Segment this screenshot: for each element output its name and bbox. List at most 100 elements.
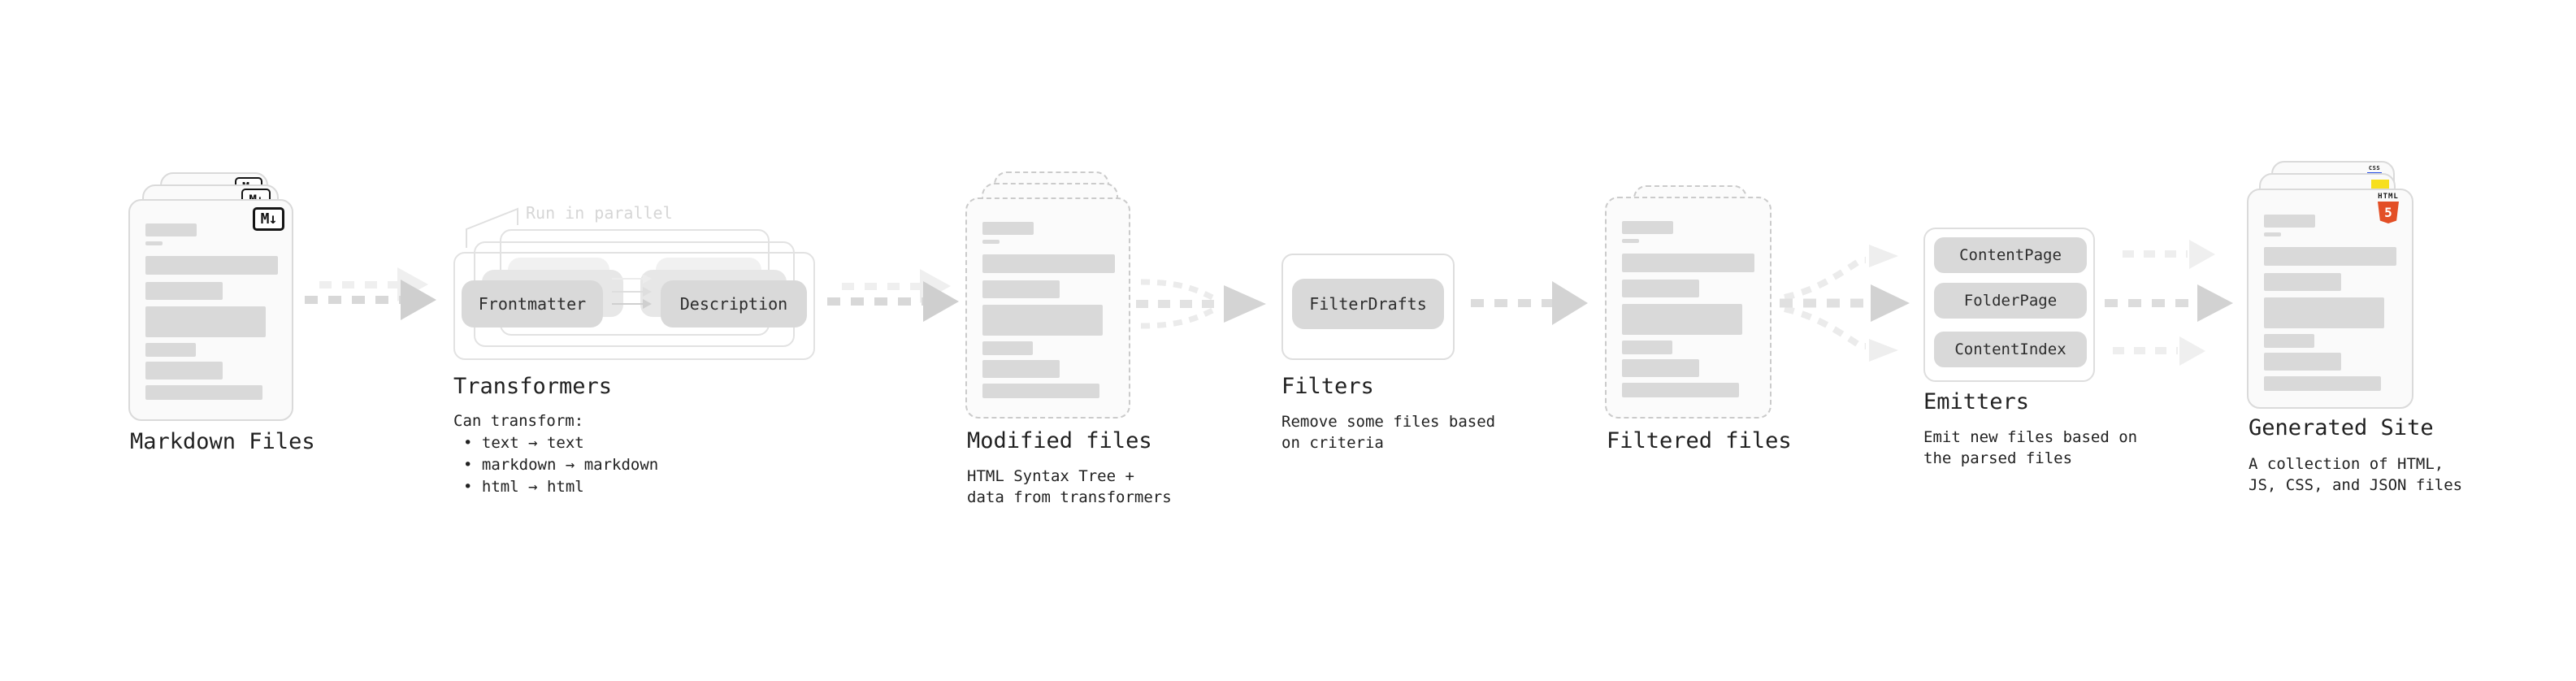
markdown-icon: M↓ [253, 207, 284, 231]
run-in-parallel-note: Run in parallel [526, 203, 673, 223]
transformer-pill-frontmatter: Frontmatter [462, 280, 603, 327]
emitter-pill-contentindex: ContentIndex [1934, 332, 2087, 367]
placeholder-bar [982, 360, 1060, 378]
transformers-bullet: • markdown → markdown [463, 456, 659, 474]
arrow-dashes-ghost [2113, 347, 2178, 354]
stage-label-transformers: Transformers [453, 374, 613, 399]
html5-icon-label: HTML [2378, 193, 2399, 201]
filters-subline: on criteria [1281, 434, 1384, 452]
placeholder-bar [1622, 304, 1742, 335]
stage-label-filters: Filters [1281, 374, 1374, 399]
pill-arrow-head [643, 274, 652, 284]
placeholder-bar [2264, 353, 2341, 371]
filters-subline: Remove some files based [1281, 413, 1496, 431]
placeholder-bar [145, 343, 196, 357]
placeholder-bar [145, 223, 197, 236]
placeholder-bar [1622, 383, 1739, 397]
generated-file-card-html: HTML 5 [2247, 189, 2413, 409]
modified-file-card [965, 197, 1130, 419]
placeholder-bar [1622, 359, 1699, 377]
arrow-dashes [305, 296, 401, 304]
filter-pill-filterdrafts: FilterDrafts [1292, 279, 1444, 329]
arrow-emitters-to-generated-middle [2105, 284, 2243, 322]
run-in-parallel-callout-line [466, 207, 518, 248]
pill-arrow-line [612, 291, 643, 293]
modified-subline: data from transformers [967, 488, 1172, 506]
arrow-transformers-to-modified [827, 267, 965, 344]
placeholder-bar [1622, 340, 1672, 354]
emitters-subline: Emit new files based on [1923, 428, 2138, 446]
placeholder-bar [145, 282, 223, 300]
doc-content-placeholder [2264, 215, 2396, 391]
emitter-pill-contentpage: ContentPage [1934, 237, 2087, 273]
placeholder-bar [982, 341, 1033, 355]
arrow-filters-to-filtered [1471, 281, 1593, 326]
placeholder-bar [2264, 247, 2396, 266]
placeholder-bar [145, 241, 163, 245]
arrow-modified-to-filters [1136, 279, 1266, 329]
arrow-head [1552, 281, 1588, 325]
doc-content-placeholder [145, 223, 278, 400]
arrow-filtered-to-emitters [1780, 245, 1910, 362]
placeholder-bar [1622, 239, 1639, 243]
arrow-head-ghost [2189, 240, 2215, 269]
placeholder-bar [145, 385, 262, 400]
placeholder-bar [145, 256, 278, 275]
generated-subline: A collection of HTML, [2249, 455, 2444, 473]
generated-subline: JS, CSS, and JSON files [2249, 476, 2463, 494]
modified-subline: HTML Syntax Tree + [967, 467, 1134, 485]
markdown-file-card: M↓ [128, 199, 293, 421]
arrow-markdown-to-transformers [305, 265, 443, 342]
placeholder-bar [2264, 376, 2381, 391]
doc-content-placeholder [982, 222, 1115, 398]
arrow-dashes-ghost [2123, 250, 2188, 258]
arrow-head [401, 280, 436, 320]
stage-label-emitters: Emitters [1923, 389, 2030, 414]
pill-arrow-line [612, 303, 643, 305]
transformers-desc-heading: Can transform: [453, 412, 584, 430]
pill-arrow-head [643, 287, 652, 297]
emitters-subline: the parsed files [1923, 449, 2073, 467]
arrow-head [2197, 284, 2233, 322]
arrow-emitters-to-generated-bottom [2113, 336, 2210, 366]
js-icon [2371, 180, 2389, 190]
placeholder-bar [2264, 215, 2315, 228]
transformer-pill-description: Description [661, 280, 807, 327]
placeholder-bar [1622, 221, 1673, 234]
transformer-box [453, 252, 815, 360]
placeholder-bar [982, 254, 1115, 273]
stage-label-filtered-files: Filtered files [1607, 428, 1792, 453]
arrow-dashes [2105, 299, 2196, 307]
transformers-bullet: • text → text [463, 434, 584, 452]
placeholder-bar [982, 240, 1000, 244]
transformers-bullet: • html → html [463, 478, 584, 496]
placeholder-bar [145, 362, 223, 380]
placeholder-bar [1622, 280, 1699, 297]
placeholder-bar [1622, 254, 1754, 272]
filtered-file-card [1605, 197, 1772, 419]
arrow-head-ghost [2179, 336, 2205, 366]
emitter-pill-folderpage: FolderPage [1934, 283, 2087, 319]
placeholder-bar [982, 384, 1099, 398]
placeholder-bar [145, 306, 266, 337]
placeholder-bar [2264, 334, 2314, 348]
html5-icon: HTML 5 [2374, 193, 2402, 223]
placeholder-bar [2264, 273, 2341, 291]
stage-label-generated-site: Generated Site [2249, 415, 2434, 440]
doc-content-placeholder [1622, 221, 1754, 397]
arrow-dashes [827, 297, 923, 306]
html5-icon-number: 5 [2384, 204, 2392, 220]
placeholder-bar [982, 222, 1034, 235]
arrow-dashes [1471, 299, 1552, 307]
arrow-dashes-ghost [319, 281, 397, 288]
arrow-head [923, 281, 959, 322]
pill-arrow-line [612, 278, 643, 280]
placeholder-bar [982, 280, 1060, 298]
stage-label-modified-files: Modified files [967, 428, 1152, 453]
arrow-emitters-to-generated-top [2123, 240, 2220, 269]
arrow-dashes-ghost [842, 283, 920, 290]
css-icon-label: CSS [2368, 165, 2381, 171]
pill-arrow-head [643, 299, 652, 309]
stage-label-markdown-files: Markdown Files [130, 429, 315, 454]
